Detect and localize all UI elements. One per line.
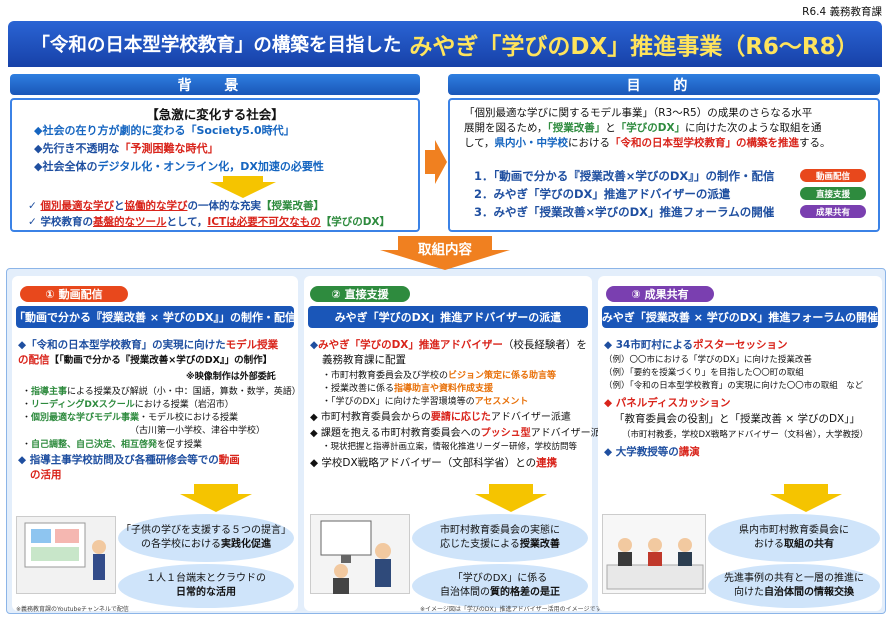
p1-footnote: ※義務教育課のYoutubeチャンネルで配信 bbox=[16, 606, 129, 613]
panel-share-head: ③ 成果共有 bbox=[606, 286, 714, 302]
p1-line: の活用 bbox=[30, 469, 62, 481]
p3-effect-1: 県内市町村教育委員会における取組の共有 bbox=[708, 514, 880, 562]
background-heading: 背 景 bbox=[10, 74, 420, 95]
p1-sub: ・リーディングDXスクールにおける授業（岩沼市） bbox=[22, 400, 234, 410]
p2-effect-2: 「学びのDX」に係る自治体間の質的格差の是正 bbox=[412, 564, 588, 608]
forum-image bbox=[602, 514, 706, 594]
tag-share: 成果共有 bbox=[800, 205, 866, 218]
purpose-intro: 「個別最適な学びに関するモデル事業」（R3〜R5）の成果のさらなる水平展開を図る… bbox=[464, 107, 831, 149]
p3-line: ◆ 大学教授等の講演 bbox=[604, 446, 700, 458]
p1-sub: ・個別最適な学びモデル事業・モデル校における授業 bbox=[22, 413, 239, 423]
p3-line: ◆ パネルディスカッション bbox=[604, 397, 731, 409]
p1-sub: ・自己調整、自己決定、相互啓発を促す授業 bbox=[22, 440, 203, 450]
page-title: 「令和の日本型学校教育」の構築を目指した bbox=[31, 35, 402, 56]
p2-line: ◆ 学校DX戦略アドバイザー（文部科学省）との連携 bbox=[310, 457, 558, 469]
p2-effect-1: 市町村教育委員会の実態に応じた支援による授業改善 bbox=[412, 514, 588, 562]
p1-sub: （古川第一小学校、津谷中学校） bbox=[130, 426, 266, 436]
background-result: ✓ 学校教育の基盤的なツールとして，ICTは必要不可欠なもの【学びのDX】 bbox=[28, 216, 391, 228]
background-box: 【急激に変化する社会】 ◆社会の在り方が劇的に変わる「Society5.0時代」… bbox=[10, 98, 420, 232]
background-bullet: ◆先行き不透明な「予測困難な時代」 bbox=[34, 142, 219, 155]
p1-sub: ・指導主事による授業及び解説（小・中：国語，算数・数学，英語） bbox=[22, 387, 301, 397]
purpose-item-1: 1．「動画で分かる『授業改善×学びのDX』」の制作・配信 bbox=[474, 169, 775, 183]
p2-footnote: ※イメージ図は「学びのDX」推進アドバイザー活用のイメージです bbox=[420, 606, 602, 613]
p3-line: 「教育委員会の役割」と「授業改善 × 学びのDX」」 bbox=[614, 413, 861, 425]
purpose-item-3: 3．みやぎ「授業改善×学びのDX」推進フォーラムの開催 bbox=[474, 205, 775, 219]
purpose-heading: 目 的 bbox=[448, 74, 880, 95]
title-bar: 「令和の日本型学校教育」の構築を目指した みやぎ「学びのDX」推進事業（R6〜R… bbox=[8, 21, 882, 67]
p2-line: 義務教育課に配置 bbox=[322, 354, 406, 366]
p3-sub: （市町村教委，学校DX戦略アドバイザー（文科省），大学教授） bbox=[622, 430, 869, 440]
p1-effect-2: １人１台端末とクラウドの日常的な活用 bbox=[118, 564, 294, 608]
purpose-item-2: 2．みやぎ「学びのDX」推進アドバイザーの派遣 bbox=[474, 187, 731, 201]
torikumi-label: 取組内容 bbox=[418, 242, 472, 258]
p1-note: ※映像制作は外部委託 bbox=[186, 372, 276, 382]
panel-share-sub: みやぎ「授業改善 × 学びのDX」推進フォーラムの開催 bbox=[602, 306, 878, 328]
p3-sub: （例）〇〇市における「学びのDX」に向けた授業改善 bbox=[604, 355, 812, 365]
tag-direct: 直接支援 bbox=[800, 187, 866, 200]
down-arrow-icon bbox=[475, 484, 547, 512]
p2-sub: ・授業改善に係る指導助言や資料作成支援 bbox=[322, 384, 494, 394]
p2-sub: ・「学びのDX」に向けた学習環境等のアセスメント bbox=[322, 397, 529, 407]
background-bullet: ◆社会全体のデジタル化・オンライン化，DX加速の必要性 bbox=[34, 160, 324, 173]
tag-video: 動画配信 bbox=[800, 169, 866, 182]
down-arrow-icon bbox=[210, 176, 276, 198]
p3-sub: （例）「令和の日本型学校教育」の実現に向けた〇〇市の取組 など bbox=[604, 381, 864, 391]
down-arrow-icon bbox=[770, 484, 842, 512]
p3-effect-2: 先進事例の共有と一層の推進に向けた自治体間の情報交換 bbox=[708, 564, 880, 608]
panel-video-sub: 「動画で分かる『授業改善 × 学びのDX』」の制作・配信 bbox=[14, 306, 296, 328]
down-arrow-icon bbox=[180, 484, 252, 512]
video-image bbox=[16, 516, 116, 594]
page-title-accent: みやぎ「学びのDX」推進事業（R6〜R8） bbox=[409, 34, 859, 60]
p2-line: ◆みやぎ「学びのDX」推進アドバイザー（校長経験者）を bbox=[310, 339, 587, 351]
panel-video-head: ① 動画配信 bbox=[20, 286, 128, 302]
p1-line: ◆「令和の日本型学校教育」の実現に向けたモデル授業 bbox=[18, 339, 279, 351]
p1-line: ◆ 指導主事学校訪問及び各種研修会等での動画 bbox=[18, 454, 240, 466]
p2-sub: ・市町村教育委員会及び学校のビジョン策定に係る助言等 bbox=[322, 371, 557, 381]
p2-sub: ・現状把握と指導計画立案，情報化推進リーダー研修，学校訪問等 bbox=[322, 442, 578, 452]
p1-line: の配信【「動画で分かる『授業改善×学びのDX』」の制作】 bbox=[18, 354, 273, 366]
right-arrow-icon bbox=[425, 140, 447, 184]
p3-line: ◆ 34市町村によるポスターセッション bbox=[604, 339, 788, 351]
department-label: R6.4 義務教育課 bbox=[802, 6, 882, 18]
background-result: ✓ 個別最適な学びと協働的な学びの一体的な充実【授業改善】 bbox=[28, 200, 324, 212]
background-subtitle: 【急激に変化する社会】 bbox=[146, 107, 284, 122]
background-bullet: ◆社会の在り方が劇的に変わる「Society5.0時代」 bbox=[34, 124, 295, 137]
direct-support-image bbox=[310, 514, 410, 594]
p3-sub: （例）「要約を授業づくり」を目指した〇〇町の取組 bbox=[604, 368, 804, 378]
p2-line: ◆ 課題を抱える市町村教育委員会へのプッシュ型アドバイザー派遣 bbox=[310, 428, 611, 439]
p2-line: ◆ 市町村教育委員会からの要請に応じたアドバイザー派遣 bbox=[310, 412, 571, 423]
p1-effect-1: 「子供の学びを支援する５つの提言」の各学校における実践化促進 bbox=[118, 514, 294, 562]
panel-direct-sub: みやぎ「学びのDX」推進アドバイザーの派遣 bbox=[308, 306, 588, 328]
torikumi-arrow-icon bbox=[380, 236, 510, 270]
panel-direct-head: ② 直接支援 bbox=[310, 286, 410, 302]
purpose-box: 「個別最適な学びに関するモデル事業」（R3〜R5）の成果のさらなる水平展開を図る… bbox=[448, 98, 880, 232]
